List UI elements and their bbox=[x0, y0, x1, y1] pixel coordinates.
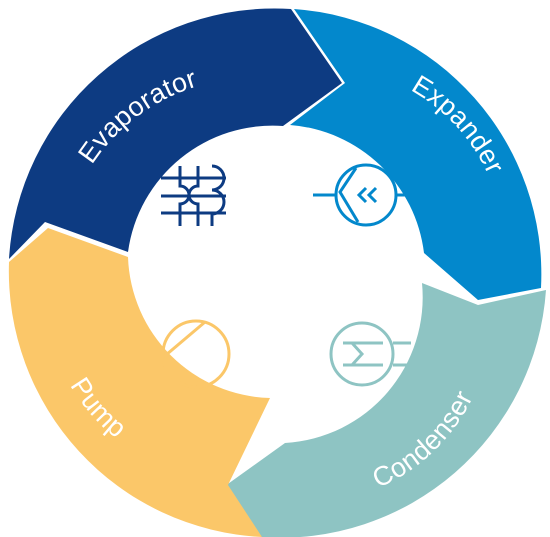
condenser-icon bbox=[329, 321, 411, 387]
segment-expander bbox=[290, 9, 542, 300]
segment-pump bbox=[8, 228, 271, 537]
segment-condenser bbox=[225, 283, 546, 537]
heat-exchanger-icon bbox=[161, 164, 226, 226]
pump-icon bbox=[161, 319, 231, 389]
turbine-icon bbox=[313, 163, 417, 227]
segment-evaporator bbox=[9, 8, 342, 260]
